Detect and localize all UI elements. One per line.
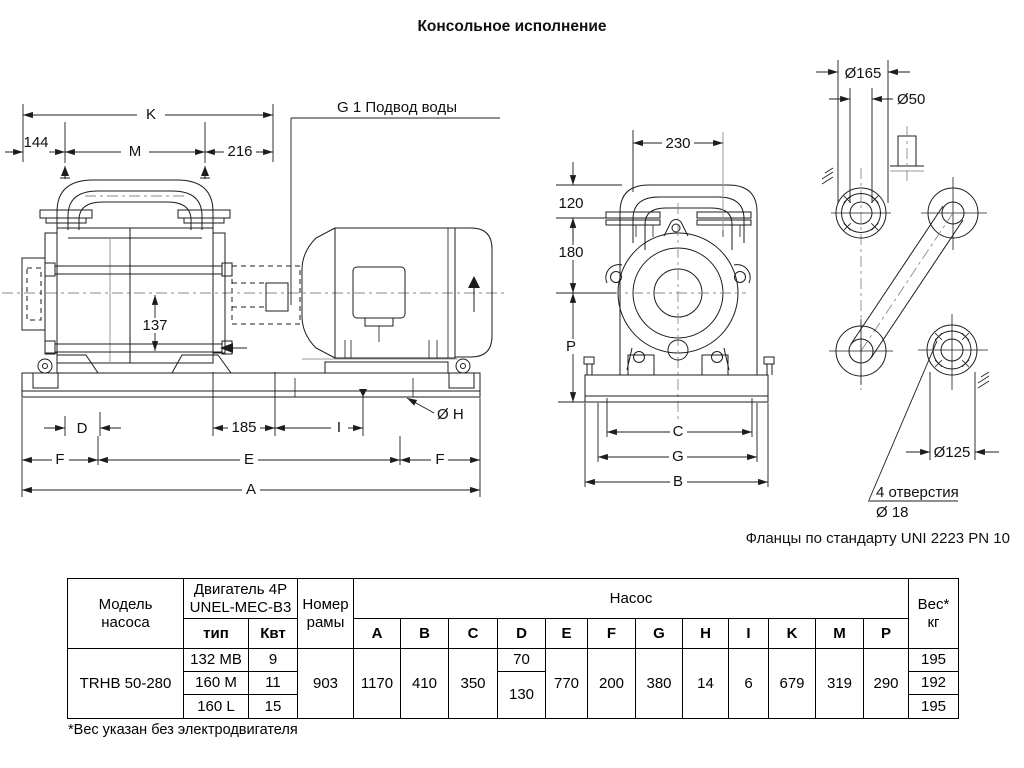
dim-label-165: Ø165	[845, 65, 882, 82]
cell-motor-power-1: 9	[248, 648, 298, 672]
cell-A: 1170	[353, 648, 401, 719]
technical-drawing: .s{stroke:#1c1c1c;fill:none;stroke-width…	[2, 18, 1010, 547]
thread-symbol-top	[821, 167, 834, 185]
cell-weight-3: 195	[908, 694, 959, 719]
weight-footnote: *Вес указан без электродвигателя	[68, 722, 298, 738]
port-marker-discharge	[200, 166, 210, 179]
cell-motor-power-3: 15	[248, 694, 298, 719]
header-motor: Двигатель 4P UNEL-MEC-B3	[183, 578, 298, 619]
dim-label-f-left: F	[55, 451, 64, 468]
cell-motor-type-3: 160 L	[183, 694, 249, 719]
col-B: B	[400, 618, 449, 649]
table-row: 160 M 11 130 192	[68, 671, 959, 719]
cell-weight-2: 192	[908, 671, 959, 695]
header-weight: Вес* кг	[908, 578, 959, 649]
dim-label-144: 144	[23, 134, 48, 151]
cell-E: 770	[545, 648, 588, 719]
table-row: TRHB 50-280 132 MB 9 903 1170 410 350 70…	[67, 648, 959, 719]
cell-G: 380	[635, 648, 683, 719]
dim-label-a: A	[246, 481, 256, 498]
col-H: H	[682, 618, 729, 649]
col-C: C	[448, 618, 498, 649]
col-M: M	[815, 618, 864, 649]
flange-view: Ø165 Ø50	[816, 60, 999, 521]
dim-label-137: 137	[142, 317, 167, 334]
col-A: A	[353, 618, 401, 649]
cell-weight-1: 195	[908, 648, 959, 672]
dim-label-230: 230	[665, 135, 690, 152]
col-I: I	[728, 618, 769, 649]
holes-diameter-label: Ø 18	[876, 504, 909, 521]
cell-model: TRHB 50-280	[67, 648, 184, 719]
dim-label-125: Ø125	[934, 444, 971, 461]
dim-label-180: 180	[558, 244, 583, 261]
cell-D-bottom: 130	[497, 671, 546, 719]
header-model: Модель насоса	[67, 578, 184, 649]
cell-P: 290	[863, 648, 909, 719]
cell-H: 14	[682, 648, 729, 719]
header-pump: Насос	[353, 578, 909, 619]
cell-K: 679	[768, 648, 816, 719]
col-D: D	[497, 618, 546, 649]
front-view: 230 120 180 P C G B	[554, 130, 775, 490]
cell-C: 350	[448, 648, 498, 719]
cell-motor-power-2: 11	[248, 671, 298, 695]
cell-frame: 903	[297, 648, 354, 719]
dim-label-d: D	[77, 420, 88, 437]
cell-motor-type-2: 160 M	[183, 671, 249, 695]
dim-label-b: B	[673, 473, 683, 490]
dim-label-i: I	[337, 419, 341, 436]
water-inlet-label: G 1 Подвод воды	[337, 99, 457, 116]
dim-label-216: 216	[227, 143, 252, 160]
dim-label-g: G	[672, 448, 684, 465]
header-motor-power: Квт	[248, 618, 298, 649]
dim-label-50: Ø50	[897, 91, 925, 108]
page-title: Консольное исполнение	[417, 18, 606, 35]
cell-motor-type-1: 132 MB	[183, 648, 249, 672]
cell-M: 319	[815, 648, 864, 719]
dim-label-h: Ø H	[437, 406, 464, 423]
port-marker-suction	[60, 166, 70, 179]
dim-label-p: P	[566, 338, 576, 355]
dim-label-e: E	[244, 451, 254, 468]
dim-label-f-right: F	[435, 451, 444, 468]
bolt-marks-bottom-flange	[934, 332, 970, 368]
holes-count-label: 4 отверстия	[876, 484, 959, 501]
cell-B: 410	[400, 648, 449, 719]
dimension-table: Модель насоса Двигатель 4P UNEL-MEC-B3 Н…	[67, 578, 959, 719]
cell-D-top: 70	[497, 648, 546, 672]
thread-symbol-bottom	[977, 371, 990, 389]
bolt-marks-top-flange	[843, 195, 879, 231]
dimension-table-wrap: Модель насоса Двигатель 4P UNEL-MEC-B3 Н…	[67, 578, 959, 719]
flange-standard-note: Фланцы по стандарту UNI 2223 PN 10	[746, 530, 1010, 547]
header-motor-type: тип	[183, 618, 249, 649]
cell-F: 200	[587, 648, 636, 719]
table-row: 160 L 15 195	[68, 694, 959, 719]
cell-I: 6	[728, 648, 769, 719]
dim-label-k: K	[146, 106, 156, 123]
dim-label-c: C	[673, 423, 684, 440]
col-E: E	[545, 618, 588, 649]
dim-label-m: M	[129, 143, 142, 160]
side-view: K 144 M 216 G 1 Подвод воды D	[2, 99, 508, 498]
dim-label-185: 185	[231, 419, 256, 436]
col-P: P	[863, 618, 909, 649]
col-F: F	[587, 618, 636, 649]
col-G: G	[635, 618, 683, 649]
col-K: K	[768, 618, 816, 649]
header-frame: Номер рамы	[297, 578, 354, 649]
dim-label-120: 120	[558, 195, 583, 212]
